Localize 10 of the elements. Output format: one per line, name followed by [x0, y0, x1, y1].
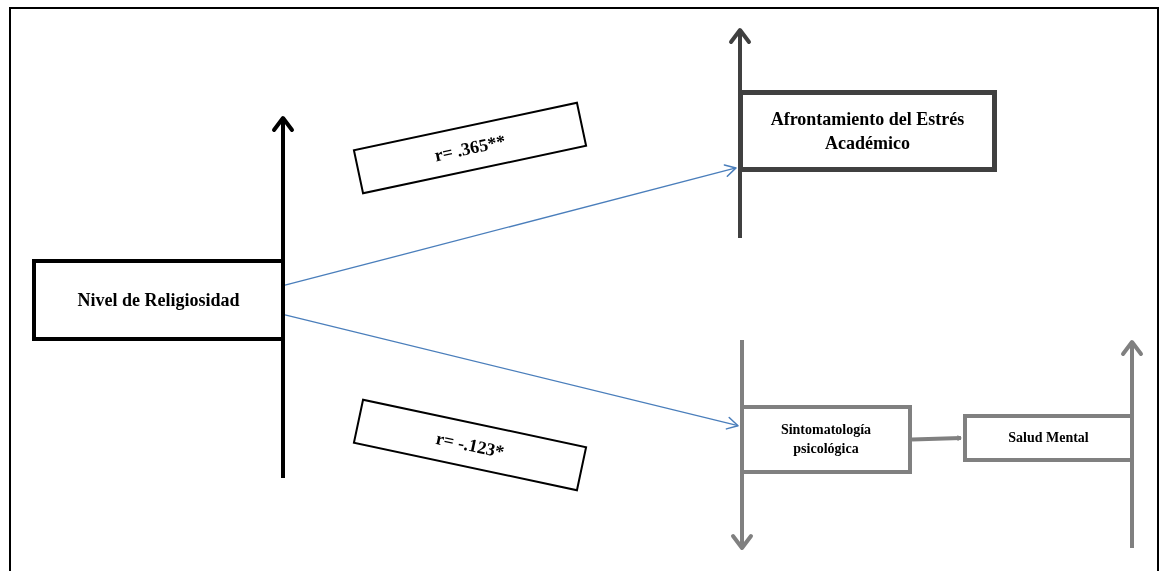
arrow [284, 314, 739, 430]
arrow [284, 164, 737, 286]
variable-box [32, 259, 285, 341]
arrow [911, 435, 962, 442]
node-label: r= -.123* [433, 426, 507, 464]
node-label: r= .365** [432, 129, 508, 168]
node-label: Nivel de Religiosidad [77, 288, 240, 312]
node-label: Afrontamiento del Estrés Académico [769, 107, 966, 155]
node-label: Sintomatología psicológica [779, 420, 873, 458]
node-label: Salud Mental [1008, 428, 1089, 447]
